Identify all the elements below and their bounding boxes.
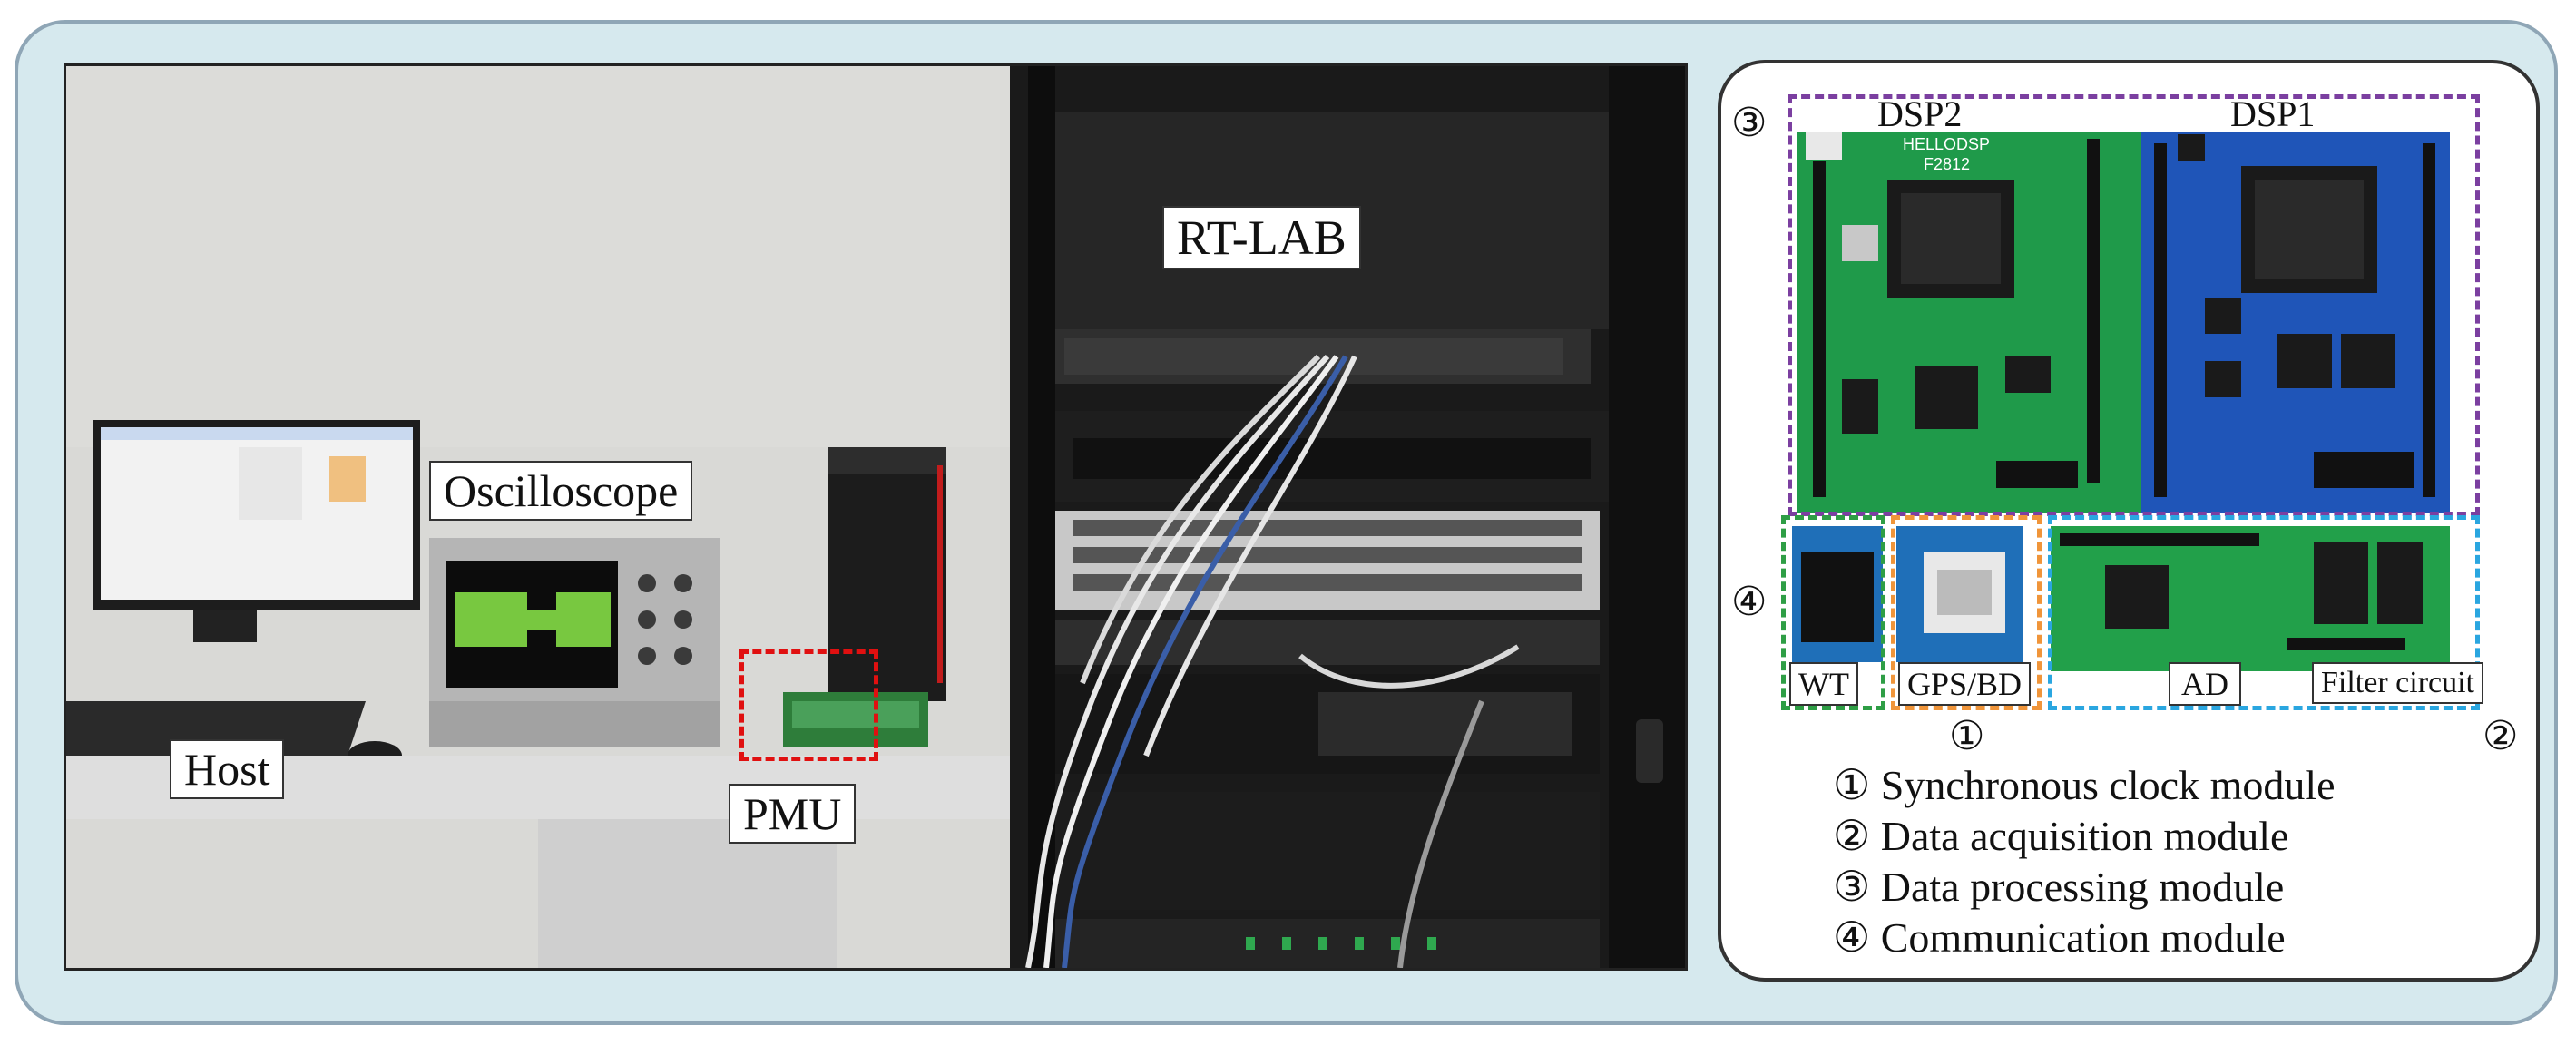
legend-item-processing: ③ Data processing module xyxy=(1833,864,2285,910)
processing-module-box xyxy=(1788,94,2480,516)
marker-3: ③ xyxy=(1731,101,1768,145)
filter-circuit-label: Filter circuit xyxy=(2312,662,2484,704)
marker-4: ④ xyxy=(1731,580,1768,624)
legend-item-acquisition: ② Data acquisition module xyxy=(1833,813,2289,859)
communication-module-box xyxy=(1781,515,1885,710)
lab-photo xyxy=(64,63,1688,971)
rtlab-label: RT-LAB xyxy=(1162,206,1361,269)
clock-module-box xyxy=(1891,515,2042,710)
dsp2-label: DSP2 xyxy=(1877,93,1963,134)
wt-label: WT xyxy=(1789,662,1858,706)
f2812-silkscreen: F2812 xyxy=(1924,155,1971,173)
dsp1-label: DSP1 xyxy=(2230,93,2316,134)
gps-bd-label: GPS/BD xyxy=(1898,662,2032,706)
acquisition-module-box xyxy=(2048,515,2480,710)
ad-label: AD xyxy=(2169,662,2241,706)
legend-item-clock: ① Synchronous clock module xyxy=(1833,762,2336,808)
oscilloscope-label: Oscilloscope xyxy=(429,461,693,521)
legend-item-communication: ④ Communication module xyxy=(1833,914,2286,961)
host-label: Host xyxy=(170,739,285,799)
hellodsp-silkscreen: HELLODSP xyxy=(1903,135,1991,153)
marker-1: ① xyxy=(1949,714,1985,758)
marker-2: ② xyxy=(2483,714,2519,758)
pmu-label: PMU xyxy=(729,784,857,844)
lab-scene xyxy=(66,66,1685,969)
pmu-boards xyxy=(1792,132,2450,671)
pmu-highlight-box xyxy=(739,649,878,761)
